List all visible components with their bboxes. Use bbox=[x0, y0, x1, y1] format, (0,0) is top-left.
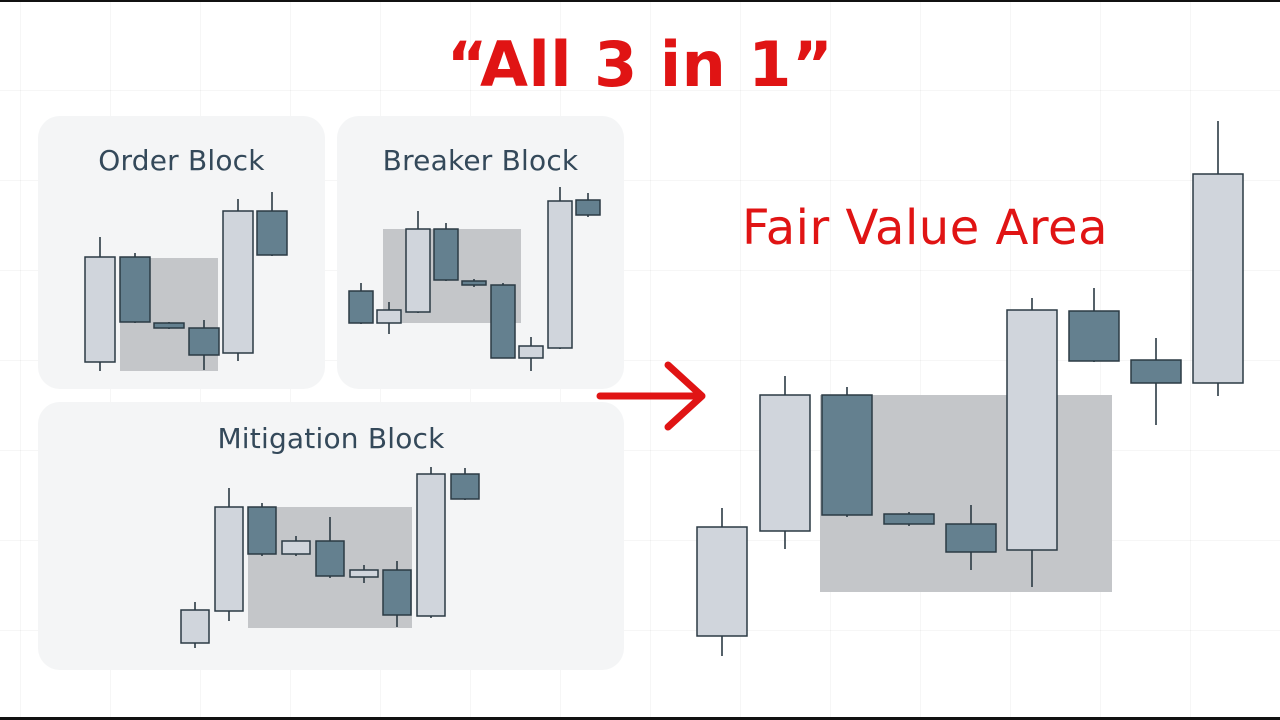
breaker-block-candle bbox=[575, 193, 601, 217]
right-arrow-icon bbox=[596, 361, 706, 431]
breaker-block-candle bbox=[348, 283, 374, 324]
fair-value-area-candle bbox=[759, 376, 811, 549]
breaker-block-candle bbox=[405, 211, 431, 313]
order-block-candle bbox=[119, 253, 151, 323]
order-block-candle bbox=[188, 320, 220, 370]
breaker-block-candle bbox=[433, 223, 459, 281]
fair-value-area-candle bbox=[1006, 298, 1058, 587]
mitigation-block-candle bbox=[349, 565, 379, 583]
fair-value-area-candle bbox=[883, 512, 935, 526]
mitigation-block-candle bbox=[281, 536, 311, 556]
top-border bbox=[0, 0, 1280, 2]
breaker-block-candle bbox=[376, 302, 402, 334]
breaker-block-title: Breaker Block bbox=[382, 144, 579, 177]
headline: “All 3 in 1” bbox=[446, 28, 834, 101]
breaker-block-candle bbox=[518, 337, 544, 371]
fair-value-area-candle bbox=[1192, 121, 1244, 396]
mitigation-block-candle bbox=[180, 602, 210, 648]
order-block-title: Order Block bbox=[98, 144, 265, 177]
fair-value-area-label: Fair Value Area bbox=[742, 200, 1108, 256]
fair-value-area-candle bbox=[821, 387, 873, 517]
fair-value-area-candle bbox=[696, 508, 748, 656]
mitigation-block-candle bbox=[450, 468, 480, 500]
fair-value-area-candle bbox=[1068, 288, 1120, 362]
mitigation-block-title: Mitigation Block bbox=[217, 422, 445, 455]
bottom-border bbox=[0, 717, 1280, 720]
fair-value-area-candle bbox=[945, 505, 997, 570]
order-block-candle bbox=[153, 322, 185, 329]
fair-value-area-candle bbox=[1130, 338, 1182, 425]
order-block-candle bbox=[256, 192, 288, 256]
breaker-block-candle bbox=[461, 279, 487, 287]
order-block-candle bbox=[84, 237, 116, 371]
breaker-block-candle bbox=[547, 187, 573, 349]
mitigation-block-candle bbox=[382, 561, 412, 627]
mitigation-block-candle bbox=[416, 467, 446, 618]
mitigation-block-candle bbox=[214, 488, 244, 621]
breaker-block-candle bbox=[490, 283, 516, 359]
order-block-candle bbox=[222, 199, 254, 361]
mitigation-block-candle bbox=[247, 503, 277, 556]
mitigation-block-candle bbox=[315, 517, 345, 578]
